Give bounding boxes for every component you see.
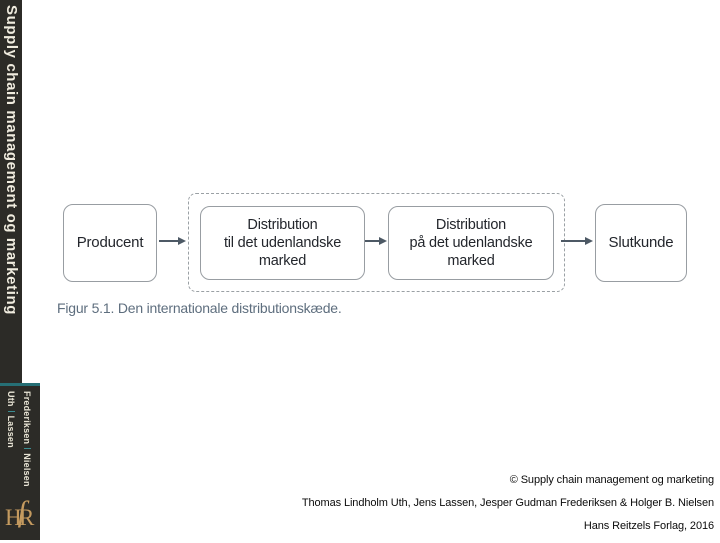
node-distribution-paa: Distribution på det udenlandske marked [388,206,554,280]
author-name: Frederiksen [22,391,32,445]
spine-teal-divider [0,383,40,386]
logo-letter-f: ſ [17,495,26,528]
node-producent: Producent [63,204,157,282]
spine-authors-col1: UthLassen [4,391,18,448]
author-name: Nielsen [22,453,32,487]
arrow-head [178,237,186,245]
author-separator [7,410,15,412]
credits-block: © Supply chain management og marketing T… [302,474,714,543]
credit-line-copyright: © Supply chain management og marketing [509,474,714,486]
arrow-head [379,237,387,245]
author-name: Lassen [6,415,16,448]
arrow-right-icon [561,236,593,246]
spine-authors-col2: FrederiksenNielsen [20,391,34,487]
node-distribution-til: Distribution til det udenlandske marked [200,206,365,280]
logo-letter-h: H [5,505,22,530]
figure-caption: Figur 5.1. Den internationale distributi… [57,300,342,316]
book-title-vertical: Supply chain management og marketing [3,5,20,315]
arrow-line [365,240,379,242]
arrow-head [585,237,593,245]
author-name: Uth [6,391,16,407]
publisher-logo-icon: HſR [5,495,39,535]
arrow-right-icon [159,236,186,246]
arrow-line [159,240,178,242]
arrow-right-icon [365,236,387,246]
logo-letter-r: R [18,505,35,530]
arrow-line [561,240,585,242]
spine-background-extension [0,386,40,540]
node-slutkunde: Slutkunde [595,204,687,282]
credit-line-publisher: Hans Reitzels Forlag, 2016 [583,520,714,532]
author-separator [23,448,31,450]
credit-line-authors: Thomas Lindholm Uth, Jens Lassen, Jesper… [301,497,714,509]
dashed-group-frame [188,193,565,292]
